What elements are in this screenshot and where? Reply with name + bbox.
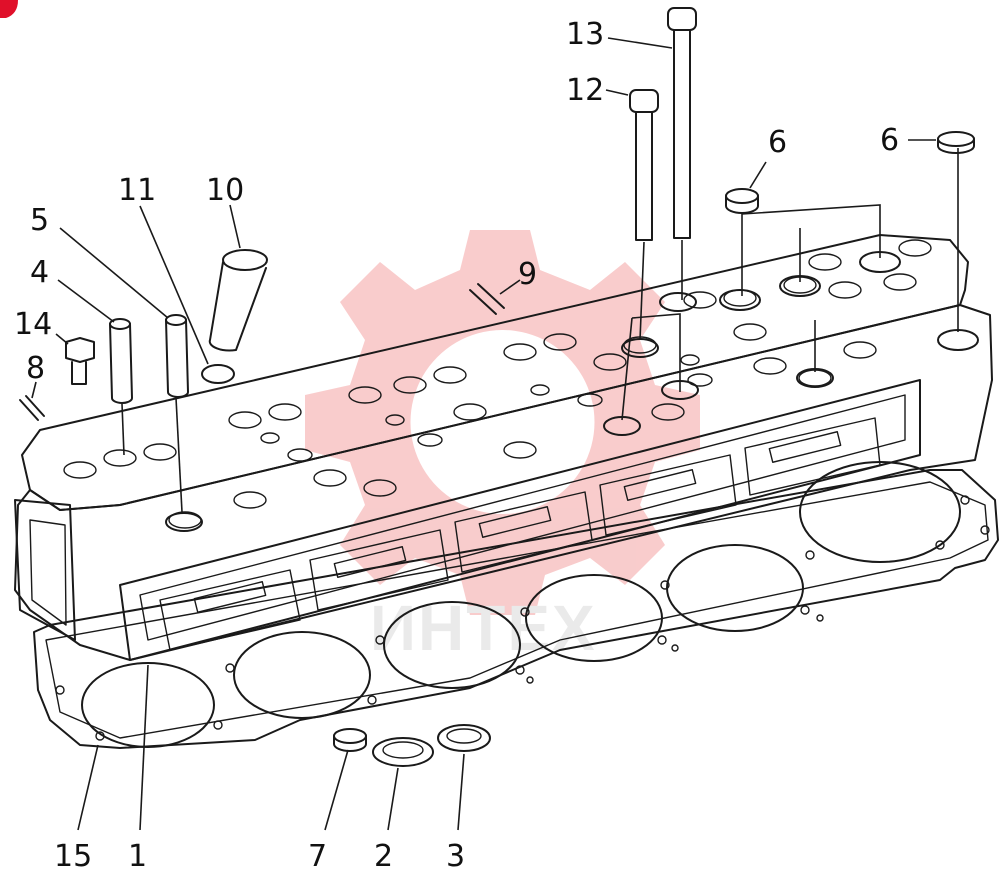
part-5-valve-guide xyxy=(165,314,189,398)
part-13-long-bolt xyxy=(667,7,697,239)
part-2-seal-ring xyxy=(372,737,434,767)
part-8-pin xyxy=(19,395,45,421)
part-7-plug xyxy=(333,728,367,752)
callout-3: 3 xyxy=(446,839,465,874)
callout-15: 15 xyxy=(54,839,92,874)
callout-2: 2 xyxy=(374,839,393,874)
corner-mark xyxy=(0,0,18,18)
callout-1: 1 xyxy=(128,839,147,874)
callout-9: 9 xyxy=(518,257,537,292)
part-14-bolt xyxy=(65,337,95,385)
callout-14: 14 xyxy=(14,307,52,342)
callout-12: 12 xyxy=(566,73,604,108)
watermark-text: ИНТЕХ xyxy=(370,592,597,664)
callout-8: 8 xyxy=(26,351,45,386)
callout-11: 11 xyxy=(118,173,156,208)
callout-6: 6 xyxy=(768,125,787,160)
part-4-valve-guide xyxy=(109,318,133,404)
callout-labels: 13 12 6 6 10 11 5 4 14 8 9 15 1 7 2 3 xyxy=(14,17,899,874)
watermark-gear-icon xyxy=(305,230,700,615)
part-3-seal-ring xyxy=(437,724,491,752)
callout-5: 5 xyxy=(30,203,49,238)
callout-7: 7 xyxy=(308,839,327,874)
callout-6-right: 6 xyxy=(880,123,899,158)
leader-lines xyxy=(31,37,959,831)
part-6-plug xyxy=(725,188,759,214)
part-12-bolt xyxy=(629,89,659,241)
part-11-o-ring xyxy=(201,364,235,384)
part-9-pin xyxy=(469,283,505,315)
part-10-sleeve xyxy=(208,249,268,352)
callout-10: 10 xyxy=(206,173,244,208)
part-6-plug-right xyxy=(937,131,975,154)
callout-13: 13 xyxy=(566,17,604,52)
callout-4: 4 xyxy=(30,255,49,290)
